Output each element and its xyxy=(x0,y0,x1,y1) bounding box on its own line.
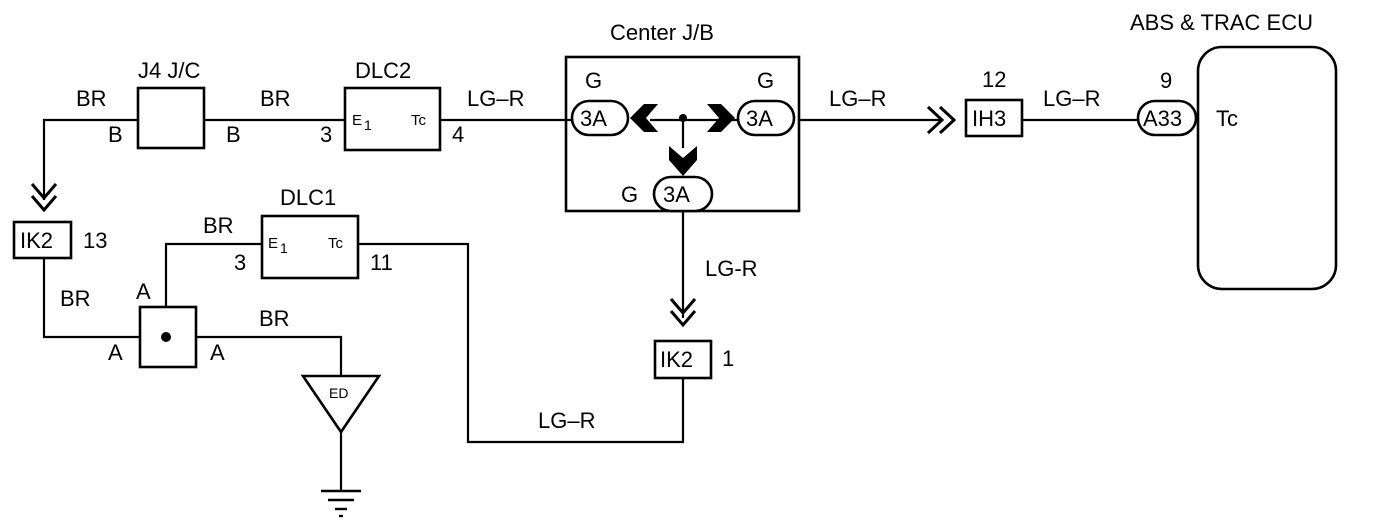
center-jb: Center J/B 3A G 3A G 3A G xyxy=(564,20,801,213)
connector-g-right: G xyxy=(757,68,774,93)
ground-triangle xyxy=(300,374,382,435)
connector-3a-bottom-label: 3A xyxy=(663,182,690,207)
connector-g-bottom: G xyxy=(621,182,638,207)
chevron-down-icon xyxy=(30,195,58,213)
dlc1-label: DLC1 xyxy=(280,185,336,210)
wire-label-lgr-5: LG–R xyxy=(538,408,595,433)
dlc2-e1-sub: 1 xyxy=(364,117,372,133)
dlc1-pin-11: 11 xyxy=(370,250,393,275)
connector-3a-left-label: 3A xyxy=(580,106,607,131)
dlc2-pin-3: 3 xyxy=(320,122,332,147)
abs-trac-ecu: ABS & TRAC ECU A33 9 Tc xyxy=(1130,10,1338,291)
wire-label-br-2: BR xyxy=(260,86,291,111)
wire-br-ik2-junction xyxy=(42,258,140,339)
wire-label-lgr-1: LG–R xyxy=(467,86,524,111)
j4-junction-connector: J4 J/C B B xyxy=(108,58,241,150)
dlc2-tc: Tc xyxy=(411,112,427,129)
junction-a: A A A xyxy=(108,279,225,369)
ih3-label: IH3 xyxy=(972,106,1006,131)
ih3-box xyxy=(964,98,1024,138)
arrowhead-left-icon xyxy=(630,104,658,132)
dlc1-box xyxy=(260,214,360,280)
connector-g-left: G xyxy=(585,68,602,93)
ih3-pin-12: 12 xyxy=(982,67,1006,92)
dlc2-e1: E xyxy=(352,112,362,129)
dlc2-box xyxy=(343,86,442,152)
ih3-connector: IH3 12 xyxy=(964,67,1024,138)
junction-a-top: A xyxy=(136,279,151,304)
chevrons xyxy=(30,105,957,328)
j4-pin-b-left: B xyxy=(108,122,123,147)
ecu-pin-9: 9 xyxy=(1160,68,1172,93)
arrowhead-right-icon xyxy=(707,104,735,132)
wires xyxy=(42,118,1138,490)
connector-3a-right xyxy=(736,99,796,137)
ik2-top-pin-13: 13 xyxy=(83,228,107,253)
ik2-bottom-label: IK2 xyxy=(660,347,693,372)
ik2-bottom-box xyxy=(653,339,713,380)
j4-pin-b-right: B xyxy=(226,122,241,147)
dlc1-e1-sub: 1 xyxy=(280,240,288,256)
chevron-down-icon xyxy=(30,183,58,201)
wire-label-br-1: BR xyxy=(76,86,107,111)
dlc1-e1: E xyxy=(268,235,278,252)
center-jb-label: Center J/B xyxy=(610,20,714,45)
wire-label-br-5: BR xyxy=(259,306,290,331)
connector-a33-label: A33 xyxy=(1143,106,1182,131)
wire-lgr-ik2-dlc1 xyxy=(358,242,685,444)
chevron-right-icon xyxy=(926,105,945,135)
connector-a33 xyxy=(1136,99,1198,137)
connector-3a-right-label: 3A xyxy=(746,106,773,131)
ecu-tc: Tc xyxy=(1216,106,1238,131)
junction-dot xyxy=(679,114,687,122)
junction-a-dot xyxy=(161,332,171,342)
wire-label-lgr-3: LG–R xyxy=(1043,86,1100,111)
chevron-down-icon xyxy=(669,310,697,328)
abs-ecu-label: ABS & TRAC ECU xyxy=(1130,10,1313,35)
wire-br-junction-ground xyxy=(196,335,343,375)
junction-a-left: A xyxy=(108,340,123,365)
wire-labels: BR BR LG–R LG–R LG–R LG-R LG–R BR BR BR xyxy=(60,86,1100,433)
j4-label: J4 J/C xyxy=(138,58,200,83)
wire-label-lgr-2: LG–R xyxy=(829,86,886,111)
arrowhead-down-icon xyxy=(669,146,697,176)
ik2-bottom-pin-1: 1 xyxy=(722,346,734,371)
dlc1-pin-3: 3 xyxy=(234,250,246,275)
j4-box xyxy=(136,86,206,150)
dlc1-connector: DLC1 E 1 Tc 3 11 xyxy=(234,185,393,280)
chevron-right-icon xyxy=(938,105,957,135)
chevron-down-icon xyxy=(669,298,697,316)
wire-br-j4 xyxy=(42,118,345,200)
ik2-top-connector: IK2 13 xyxy=(12,220,107,260)
abs-ecu-box xyxy=(1196,45,1338,291)
dlc1-tc: Tc xyxy=(328,235,344,252)
junction-a-right: A xyxy=(210,340,225,365)
dlc2-connector: DLC2 E 1 Tc 3 4 xyxy=(320,58,464,152)
wire-label-br-3: BR xyxy=(203,213,234,238)
ik2-top-box xyxy=(12,220,73,260)
connector-3a-bottom xyxy=(652,175,714,213)
ik2-bottom-connector: IK2 1 xyxy=(653,339,734,380)
dlc2-pin-4: 4 xyxy=(452,122,464,147)
ground-ed-label: ED xyxy=(329,385,348,401)
dlc2-label: DLC2 xyxy=(355,58,411,83)
wire-label-br-4: BR xyxy=(60,286,91,311)
connector-3a-left xyxy=(570,99,630,137)
wire-label-lgr-4: LG-R xyxy=(705,256,758,281)
ik2-top-label: IK2 xyxy=(20,228,53,253)
ground-ed: ED xyxy=(300,374,382,518)
